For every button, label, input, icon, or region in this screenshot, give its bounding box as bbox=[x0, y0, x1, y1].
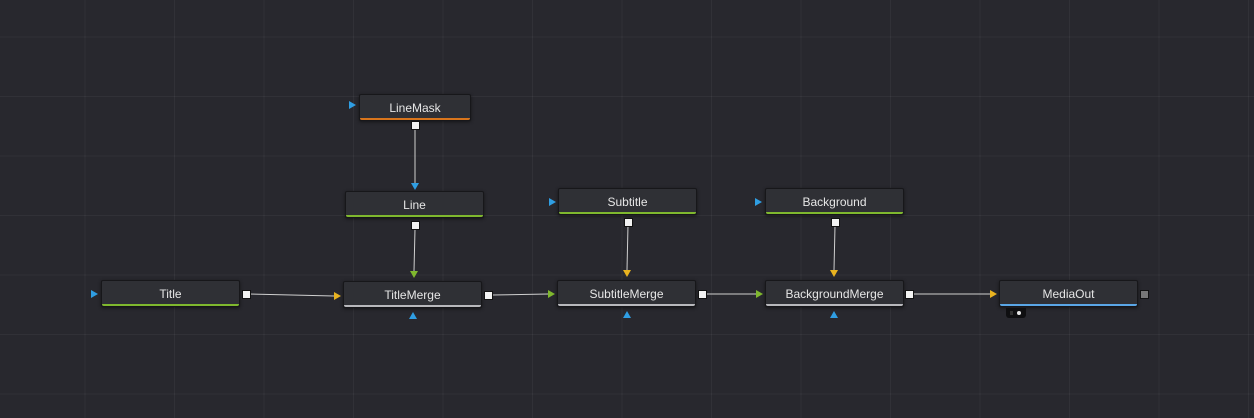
mediaout-output-port[interactable] bbox=[1140, 290, 1149, 299]
node-linemask-label: LineMask bbox=[389, 101, 441, 115]
linemask-input-icon[interactable] bbox=[349, 101, 356, 109]
line-output-port[interactable] bbox=[411, 221, 420, 230]
wire-subtitle-to-subtitlemerge bbox=[626, 224, 629, 271]
node-mediaout[interactable]: MediaOut bbox=[999, 280, 1138, 307]
node-backgroundmerge[interactable]: BackgroundMerge bbox=[765, 280, 904, 307]
node-mediaout-label: MediaOut bbox=[1042, 287, 1095, 301]
node-linemask-stripe bbox=[360, 118, 470, 120]
node-subtitlemerge[interactable]: SubtitleMerge bbox=[557, 280, 696, 307]
node-background[interactable]: Background bbox=[765, 188, 904, 215]
subtitlemerge-output-port[interactable] bbox=[698, 290, 707, 299]
backgroundmerge-mask-input-icon[interactable] bbox=[756, 290, 763, 298]
background-output-port[interactable] bbox=[831, 218, 840, 227]
node-mediaout-stripe bbox=[1000, 304, 1137, 306]
title-input-icon[interactable] bbox=[91, 290, 98, 298]
node-subtitle[interactable]: Subtitle bbox=[558, 188, 697, 215]
viewer-right-dot-icon bbox=[1017, 311, 1021, 315]
mediaout-input-icon[interactable] bbox=[990, 290, 997, 298]
viewer-indicator-icon[interactable] bbox=[1006, 308, 1026, 318]
line-mask-input-icon[interactable] bbox=[411, 183, 419, 190]
node-background-label: Background bbox=[802, 195, 867, 209]
node-titlemerge-label: TitleMerge bbox=[384, 288, 441, 302]
subtitle-input-icon[interactable] bbox=[549, 198, 556, 206]
node-subtitle-stripe bbox=[559, 212, 696, 214]
node-backgroundmerge-stripe bbox=[766, 304, 903, 306]
node-title[interactable]: Title bbox=[101, 280, 240, 307]
title-output-port[interactable] bbox=[242, 290, 251, 299]
wire-line-to-titlemerge bbox=[413, 228, 416, 272]
node-subtitlemerge-label: SubtitleMerge bbox=[589, 287, 664, 301]
subtitlemerge-background-input-icon[interactable] bbox=[623, 311, 631, 318]
node-title-label: Title bbox=[159, 287, 182, 301]
titlemerge-mask-input-icon[interactable] bbox=[410, 271, 418, 278]
node-line-stripe bbox=[346, 215, 483, 217]
wire-background-to-backgroundmerge bbox=[833, 225, 836, 271]
node-titlemerge-stripe bbox=[344, 305, 481, 307]
node-backgroundmerge-label: BackgroundMerge bbox=[785, 287, 884, 301]
subtitle-output-port[interactable] bbox=[624, 218, 633, 227]
node-subtitlemerge-stripe bbox=[558, 304, 695, 306]
backgroundmerge-foreground-input-icon[interactable] bbox=[830, 270, 838, 277]
linemask-output-port[interactable] bbox=[411, 121, 420, 130]
background-input-icon[interactable] bbox=[755, 198, 762, 206]
titlemerge-output-port[interactable] bbox=[484, 291, 493, 300]
node-linemask[interactable]: LineMask bbox=[359, 94, 471, 121]
wire-titlemerge-to-subtitlemerge bbox=[491, 293, 549, 296]
subtitlemerge-mask-input-icon[interactable] bbox=[548, 290, 555, 298]
titlemerge-background-input-icon[interactable] bbox=[409, 312, 417, 319]
subtitlemerge-foreground-input-icon[interactable] bbox=[623, 270, 631, 277]
titlemerge-foreground-input-icon[interactable] bbox=[334, 292, 341, 300]
backgroundmerge-output-port[interactable] bbox=[905, 290, 914, 299]
node-title-stripe bbox=[102, 304, 239, 306]
wire-title-to-titlemerge bbox=[248, 293, 335, 297]
backgroundmerge-background-input-icon[interactable] bbox=[830, 311, 838, 318]
node-titlemerge[interactable]: TitleMerge bbox=[343, 281, 482, 308]
node-background-stripe bbox=[766, 212, 903, 214]
node-line-label: Line bbox=[403, 198, 426, 212]
viewer-left-dot-icon bbox=[1010, 311, 1013, 315]
node-line[interactable]: Line bbox=[345, 191, 484, 218]
node-subtitle-label: Subtitle bbox=[607, 195, 648, 209]
